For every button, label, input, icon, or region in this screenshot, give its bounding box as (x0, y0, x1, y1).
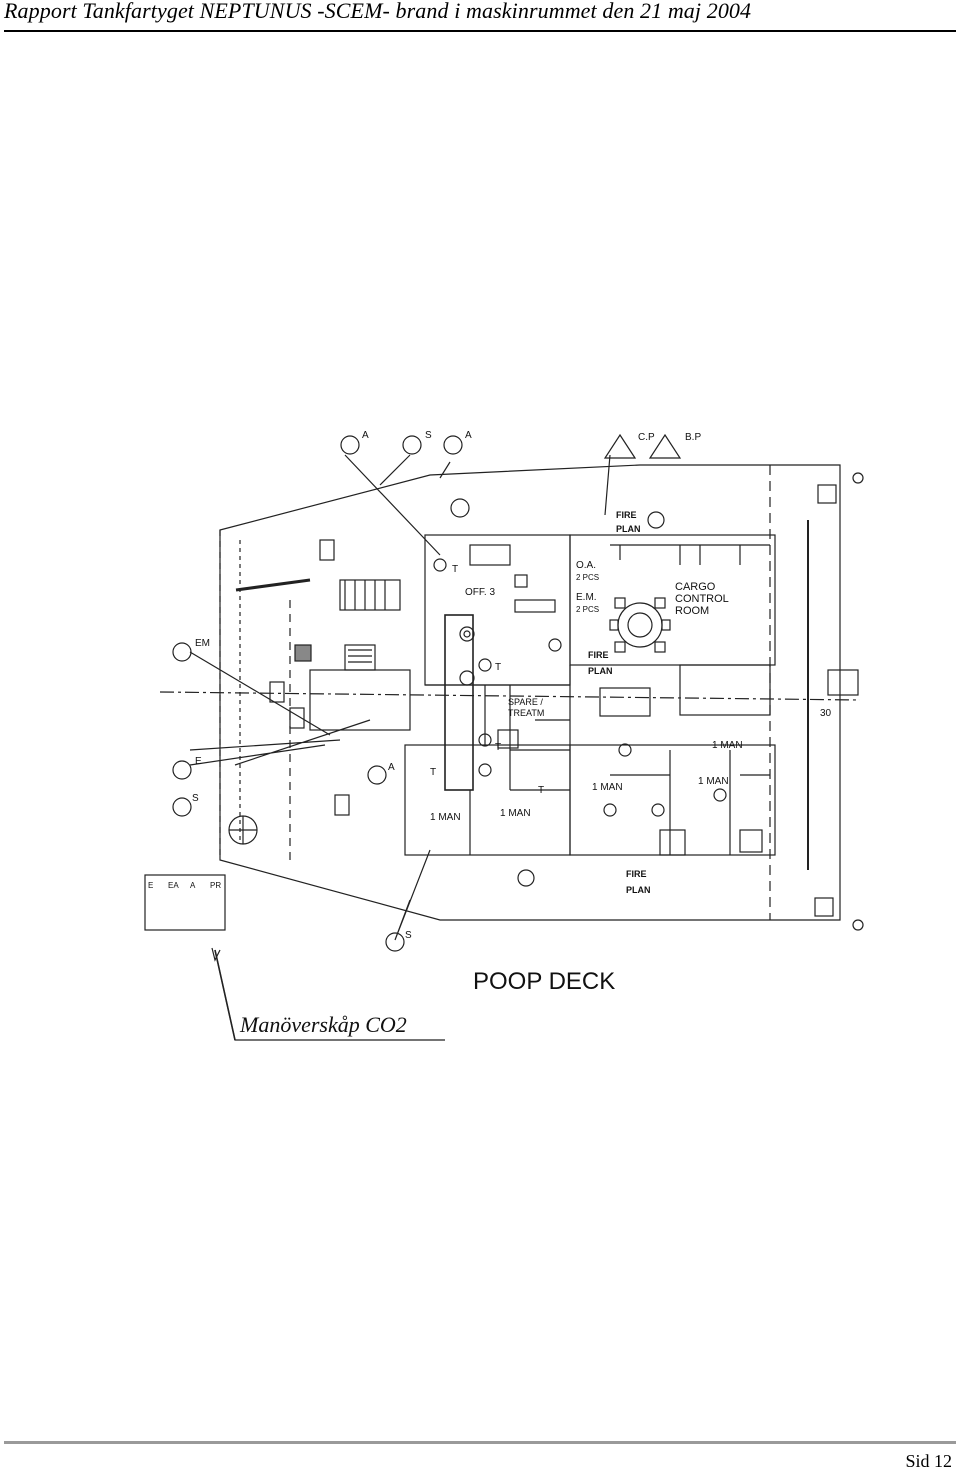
label-em-box: E.M. (576, 592, 597, 603)
label-2pcs-a: 2 PCS (576, 573, 599, 582)
legend-e: E (148, 881, 153, 890)
label-2pcs-b: 2 PCS (576, 605, 599, 614)
footer-rule (4, 1441, 956, 1444)
label-fire-plan-mid-2: PLAN (588, 666, 613, 676)
label-e-left: E (195, 756, 202, 767)
deck-title: POOP DECK (473, 968, 615, 995)
label-treatm: TREATM (508, 708, 544, 718)
document-title: Rapport Tankfartyget NEPTUNUS -SCEM- bra… (4, 0, 752, 23)
label-a-mid: A (388, 762, 395, 773)
label-t2: T (495, 662, 501, 673)
label-t1: T (452, 564, 458, 575)
label-cp: C.P (638, 432, 655, 443)
label-t4: T (430, 767, 436, 778)
legend-a: A (190, 881, 196, 890)
legend-pr: PR (210, 881, 221, 890)
label-em-left: EM (195, 638, 210, 649)
label-fire-plan-bottom-2: PLAN (626, 885, 651, 895)
page-number: Sid 12 (905, 1451, 952, 1471)
label-spare: SPARE / (508, 697, 543, 707)
label-room: ROOM (675, 605, 709, 617)
fire-safety-plan-drawing: CARGO CONTROL ROOM OFF. 3 O.A. E.M. 2 PC… (140, 420, 880, 1050)
label-a-top2: A (465, 430, 472, 441)
header-rule (4, 30, 956, 32)
hull-outline (219, 464, 841, 921)
legend-ea: EA (168, 881, 179, 890)
label-fire-plan-bottom-1: FIRE (626, 869, 647, 879)
deck-plan-svg: CARGO CONTROL ROOM OFF. 3 O.A. E.M. 2 PC… (144, 430, 864, 1041)
label-1man-d: 1 MAN (698, 776, 729, 787)
label-1man-b: 1 MAN (500, 808, 531, 819)
label-s-top: S (425, 430, 432, 441)
label-s-bottom: S (405, 930, 412, 941)
label-1man-c: 1 MAN (592, 782, 623, 793)
label-fire-plan-top-2: PLAN (616, 524, 641, 534)
label-t3: T (495, 742, 501, 753)
label-t5: T (538, 785, 544, 796)
label-1man-a: 1 MAN (430, 812, 461, 823)
label-1man-e: 1 MAN (712, 740, 743, 751)
label-s-left: S (192, 793, 199, 804)
label-bp: B.P (685, 432, 701, 443)
label-frame-30: 30 (820, 708, 832, 719)
label-a-top1: A (362, 430, 369, 441)
label-control: CONTROL (675, 593, 729, 605)
label-oa: O.A. (576, 560, 596, 571)
label-cargo: CARGO (675, 581, 716, 593)
label-off3: OFF. 3 (465, 587, 495, 598)
handwritten-co2-note: Manöverskåp CO2 (239, 1012, 407, 1037)
label-fire-plan-mid-1: FIRE (588, 650, 609, 660)
label-fire-plan-top-1: FIRE (616, 510, 637, 520)
page-header: Rapport Tankfartyget NEPTUNUS -SCEM- bra… (4, 0, 956, 32)
